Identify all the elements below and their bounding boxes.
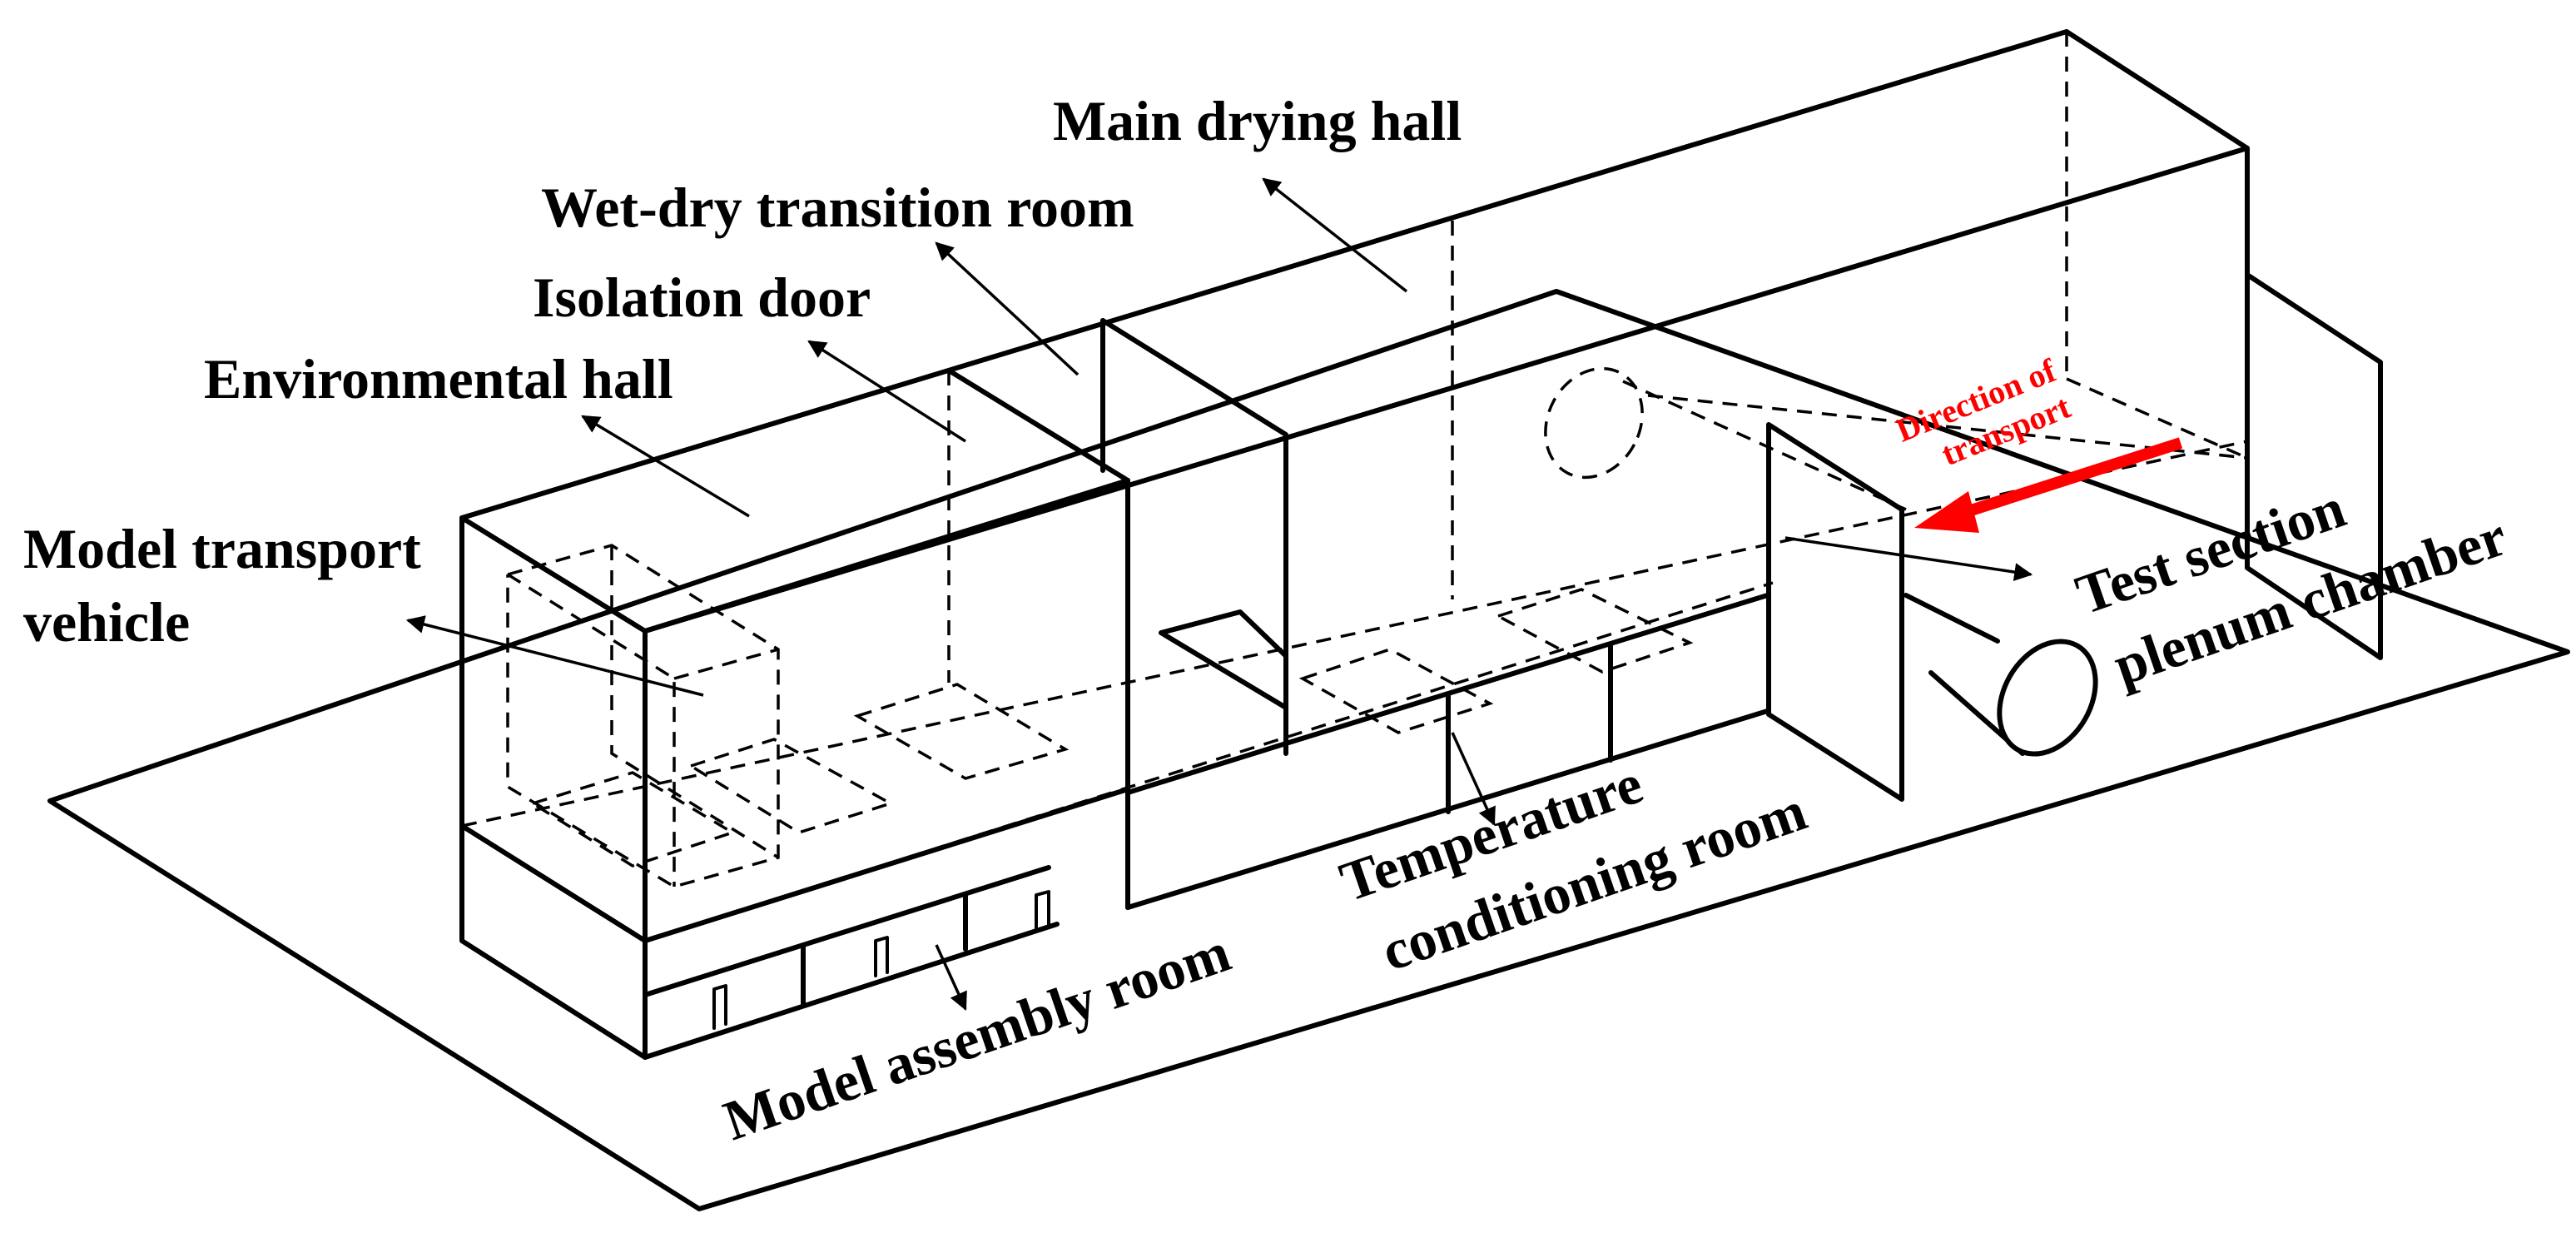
ground-plate xyxy=(47,289,2570,1211)
interior-dashed-lines xyxy=(461,32,2248,942)
leader-arrows xyxy=(405,177,2033,1012)
building-outline xyxy=(459,29,2250,1060)
label-environmental-hall: Environmental hall xyxy=(204,347,673,410)
label-model-transport-vehicle-1: Model transport xyxy=(23,517,421,580)
label-wet-dry-transition-room: Wet-dry transition room xyxy=(541,176,1134,239)
plenum-side-wall xyxy=(2245,272,2383,660)
label-model-transport-vehicle-2: vehicle xyxy=(23,590,190,654)
direction-arrow xyxy=(1945,437,2183,524)
label-isolation-door: Isolation door xyxy=(533,266,871,329)
assembly-room-doors xyxy=(712,890,1050,1030)
direction-arrowhead xyxy=(1914,491,1979,533)
floor-hatch xyxy=(1159,609,1288,710)
test-section-cylinder xyxy=(1903,593,2098,757)
test-section-door xyxy=(1766,422,1904,802)
label-main-drying-hall: Main drying hall xyxy=(1053,89,1462,152)
label-model-assembly-room: Model assembly room xyxy=(716,920,1238,1152)
